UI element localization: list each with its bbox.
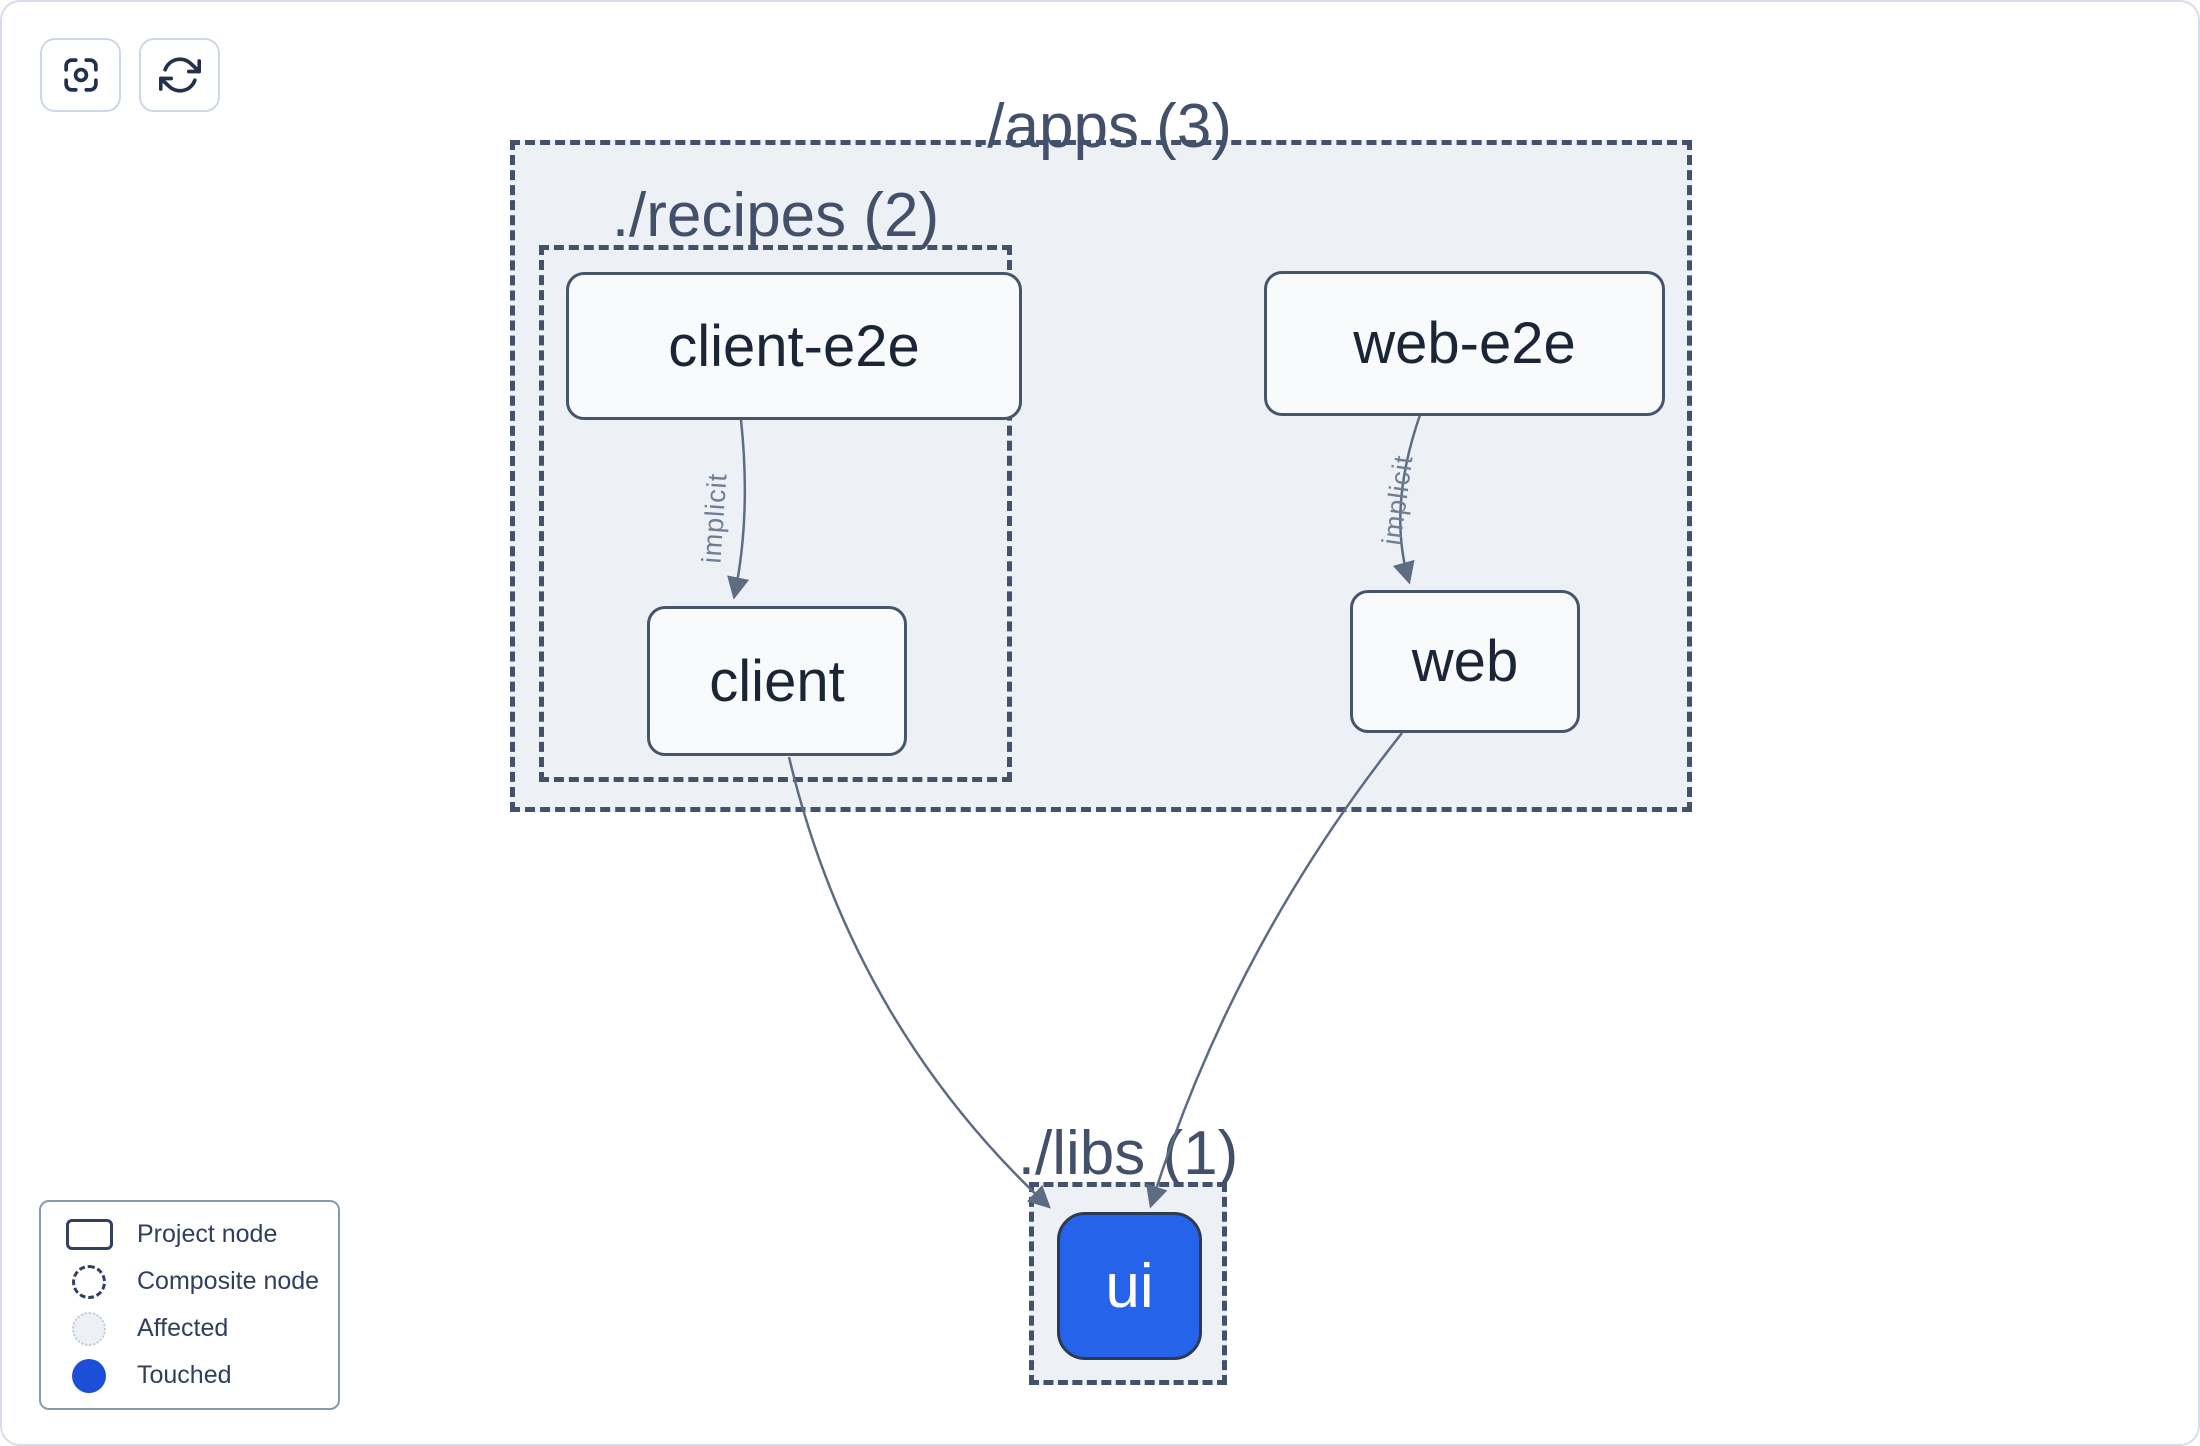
legend-row-project-node: Project node: [41, 1211, 338, 1258]
legend-label: Touched: [137, 1361, 232, 1389]
focus-button[interactable]: [40, 38, 121, 112]
composite-node-icon: [72, 1264, 106, 1299]
edge-web-e2e-to-web[interactable]: [1392, 414, 1422, 585]
affected-icon: [72, 1311, 106, 1346]
legend-panel: Project node Composite node Affected Tou…: [39, 1200, 340, 1410]
focus-icon: [63, 58, 98, 92]
legend-row-touched: Touched: [41, 1352, 338, 1399]
edge-web-to-ui[interactable]: [1145, 732, 1403, 1209]
node-web-e2e[interactable]: web-e2e: [1264, 271, 1665, 416]
node-web[interactable]: web: [1350, 590, 1580, 733]
group-apps-label: ./apps (3): [970, 91, 1232, 161]
edge-client-to-ui[interactable]: [787, 756, 1051, 1209]
legend-row-composite-node: Composite node: [41, 1258, 338, 1305]
group-libs-label: ./libs (1): [1017, 1118, 1239, 1188]
legend-label: Project node: [137, 1220, 278, 1248]
edge-label-implicit: implicit: [696, 471, 733, 565]
node-client[interactable]: client: [647, 606, 907, 756]
group-recipes-label: ./recipes (2): [611, 180, 940, 250]
touched-icon: [72, 1358, 106, 1393]
legend-label: Composite node: [137, 1267, 320, 1295]
node-client-e2e[interactable]: client-e2e: [566, 272, 1022, 420]
refresh-button[interactable]: [139, 38, 220, 112]
node-ui-touched[interactable]: ui: [1057, 1212, 1202, 1360]
legend-label: Affected: [137, 1314, 229, 1342]
legend-row-affected: Affected: [41, 1305, 338, 1352]
edge-client-e2e-to-client[interactable]: [727, 419, 750, 600]
refresh-icon: [158, 57, 201, 93]
project-node-icon: [65, 1219, 113, 1250]
